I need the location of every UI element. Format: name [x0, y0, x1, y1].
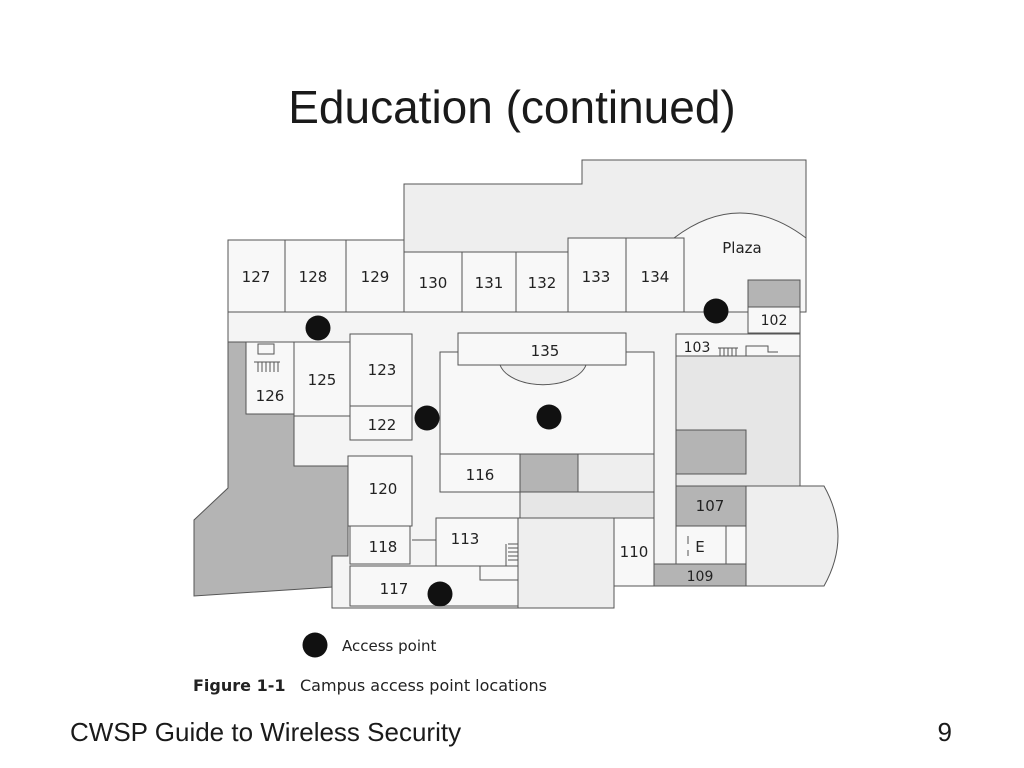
stair-lines-left: [254, 361, 280, 372]
label-110: 110: [620, 543, 649, 561]
room-132: [515, 251, 569, 313]
figure-caption-text: Campus access point locations: [300, 676, 547, 695]
stair-lines-103: [718, 345, 778, 356]
room-118: [349, 525, 411, 565]
room-113: [435, 517, 519, 567]
label-126: 126: [256, 387, 285, 405]
room-131: [461, 251, 517, 313]
label-113: 113: [451, 530, 480, 548]
figure-caption: Figure 1-1 Campus access point locations: [193, 676, 547, 695]
label-118: 118: [369, 538, 398, 556]
label-103: 103: [684, 340, 711, 356]
legend-access-point-icon: [302, 632, 328, 658]
label-133: 133: [582, 268, 611, 286]
room-120: [347, 455, 413, 527]
label-e: E: [695, 538, 704, 556]
room-109: [653, 563, 747, 587]
room-110: [613, 517, 655, 587]
label-131: 131: [475, 274, 504, 292]
wall-113: [412, 539, 518, 581]
room-e-partition: [687, 526, 727, 564]
label-102: 102: [761, 313, 788, 329]
room-122: [349, 405, 413, 441]
room-130: [403, 251, 463, 313]
footer-course-title: CWSP Guide to Wireless Security: [70, 717, 462, 747]
label-109: 109: [687, 569, 714, 585]
label-107: 107: [696, 497, 725, 515]
stair-lines-113: [505, 543, 518, 566]
room-123: [349, 333, 413, 407]
label-117: 117: [380, 580, 409, 598]
stair-mark-left: [257, 343, 275, 355]
room-129: [345, 239, 405, 313]
room-127: [227, 239, 286, 313]
label-134: 134: [641, 268, 670, 286]
room-107: [675, 485, 747, 527]
access-point-icon: [536, 404, 562, 430]
dark-block-center: [519, 453, 579, 493]
lower-gray-room: [517, 517, 615, 609]
access-point-icon: [414, 405, 440, 431]
light-block-center: [577, 453, 655, 493]
label-122: 122: [368, 416, 397, 434]
legend-label: Access point: [342, 637, 436, 655]
label-123: 123: [368, 361, 397, 379]
figure-number: Figure 1-1: [193, 676, 285, 695]
dark-block-102: [747, 279, 801, 308]
access-point-icon: [305, 315, 331, 341]
room-103: [675, 333, 801, 357]
label-120: 120: [369, 480, 398, 498]
room-e: [675, 525, 747, 565]
room-128: [284, 239, 347, 313]
label-128: 128: [299, 268, 328, 286]
dark-block-right: [675, 429, 747, 475]
label-125: 125: [308, 371, 337, 389]
label-130: 130: [419, 274, 448, 292]
label-129: 129: [361, 268, 390, 286]
east-rounded-wing: [745, 485, 839, 587]
access-point-icon: [427, 581, 453, 607]
label-132: 132: [528, 274, 557, 292]
room-102: [747, 306, 801, 334]
slide-title: Education (continued): [288, 81, 736, 133]
room-116: [439, 453, 521, 493]
access-point-icon: [703, 298, 729, 324]
room-134: [625, 237, 685, 313]
label-plaza: Plaza: [722, 239, 761, 257]
central-dome: [499, 364, 587, 386]
label-116: 116: [466, 466, 495, 484]
label-127: 127: [242, 268, 271, 286]
page-number: 9: [937, 717, 952, 747]
room-133: [567, 237, 627, 313]
label-135: 135: [531, 342, 560, 360]
